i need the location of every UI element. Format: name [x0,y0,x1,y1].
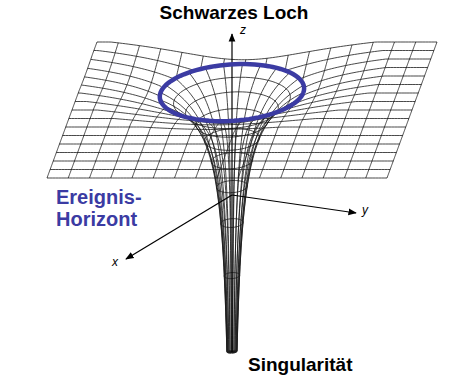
event-horizon [160,64,304,121]
grid-line [345,42,395,178]
grid-line [224,65,232,352]
grid-line [232,85,304,352]
axis-label: y [360,204,370,217]
grid-line [81,85,421,104]
grid-line [366,42,416,178]
axis-label: x [110,256,120,269]
grid-line [91,59,431,79]
y-axis [232,195,356,213]
grid-line [166,85,232,352]
spacetime-grid [47,42,437,354]
grid-line [189,72,232,352]
grid-line [323,42,373,178]
grid-line [174,113,232,353]
grid-line [50,169,390,170]
grid-line [63,135,403,136]
grid-line [232,72,290,352]
title: Schwarzes Loch [158,3,311,24]
grid-line [203,120,232,353]
grid-line [281,48,331,178]
grid-line [111,49,161,178]
event-horizon-ring [160,64,304,121]
singularity-label: Singularität [246,355,355,376]
horizon-label: Ereignis- Horizont [54,186,168,230]
axis-label: z [238,24,248,37]
z-axis [231,34,232,352]
grid-line [161,93,232,352]
grid-line [302,45,352,178]
grid-line [387,42,437,178]
grid-line [68,43,118,178]
grid-line [232,68,277,352]
